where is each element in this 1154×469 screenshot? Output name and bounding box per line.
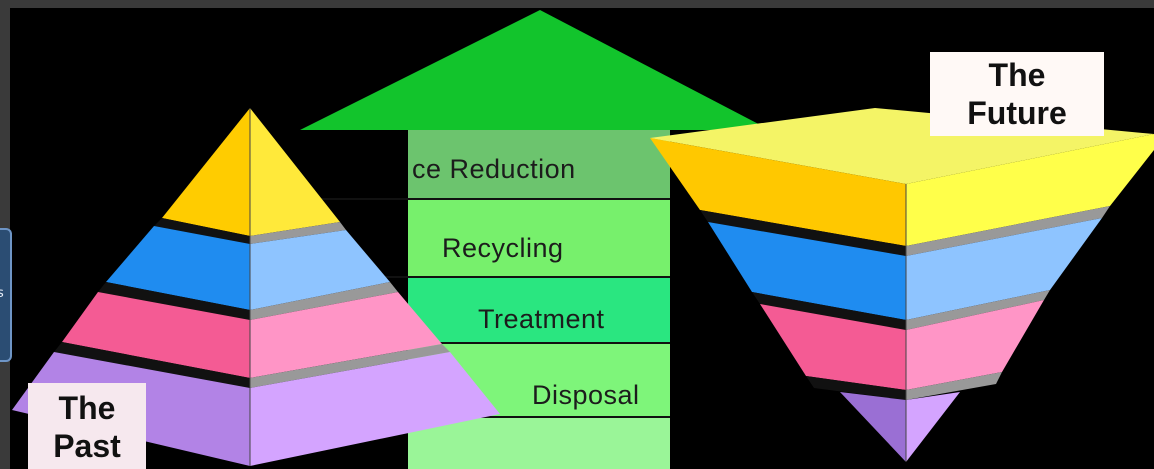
future-layer-yellow-right <box>906 134 1154 246</box>
future-label-line-2: Future <box>967 95 1067 131</box>
future-layer-blue-left <box>708 222 906 320</box>
layer-gap <box>250 282 398 320</box>
past-pyramid <box>12 108 500 466</box>
past-layer-pink-left <box>62 292 250 378</box>
future-label-line-1: The <box>988 57 1046 93</box>
past-label: The Past <box>28 383 146 469</box>
layer-gap <box>250 222 346 244</box>
past-layer-blue-right <box>250 230 390 310</box>
past-layer-pink-right <box>250 292 442 378</box>
layer-gap <box>154 218 250 244</box>
past-layer-yellow-left <box>162 108 250 236</box>
future-layer-blue-right <box>906 218 1102 320</box>
past-label-line-2: Past <box>53 428 121 464</box>
layer-gap <box>806 376 906 400</box>
future-label: The Future <box>930 52 1104 136</box>
future-layer-purple-left <box>840 392 906 462</box>
arrow-step-disposal: Disposal <box>532 380 640 410</box>
past-layer-yellow-right <box>250 108 340 236</box>
arrow-band-recycling <box>408 200 670 278</box>
future-layer-yellow-left <box>650 138 906 246</box>
arrow-step-recycling: Recycling <box>442 233 564 263</box>
side-panel-tab[interactable]: s <box>0 228 12 362</box>
side-panel-tab-glyph: s <box>0 286 4 301</box>
past-layer-purple-right <box>250 352 500 466</box>
arrow-base <box>408 418 670 469</box>
arrow-step-source-reduction: ce Reduction <box>412 154 576 184</box>
arrow-band-source-reduction <box>408 130 670 200</box>
future-pyramid <box>650 108 1154 462</box>
arrow-band-treatment <box>408 278 670 344</box>
layer-gap <box>752 292 906 330</box>
past-label-line-1: The <box>58 390 116 426</box>
layer-gap <box>906 372 1002 400</box>
layer-gap <box>906 290 1050 330</box>
layer-gap <box>54 342 250 388</box>
arrow-step-treatment: Treatment <box>478 304 605 334</box>
layer-gap <box>700 210 906 256</box>
future-layer-pink-left <box>760 304 906 390</box>
layer-gap <box>906 206 1110 256</box>
layer-gap <box>98 282 250 320</box>
arrow-head <box>300 10 770 130</box>
future-layer-purple-right <box>906 392 960 462</box>
future-layer-pink-right <box>906 300 1044 390</box>
layer-gap <box>250 344 450 388</box>
